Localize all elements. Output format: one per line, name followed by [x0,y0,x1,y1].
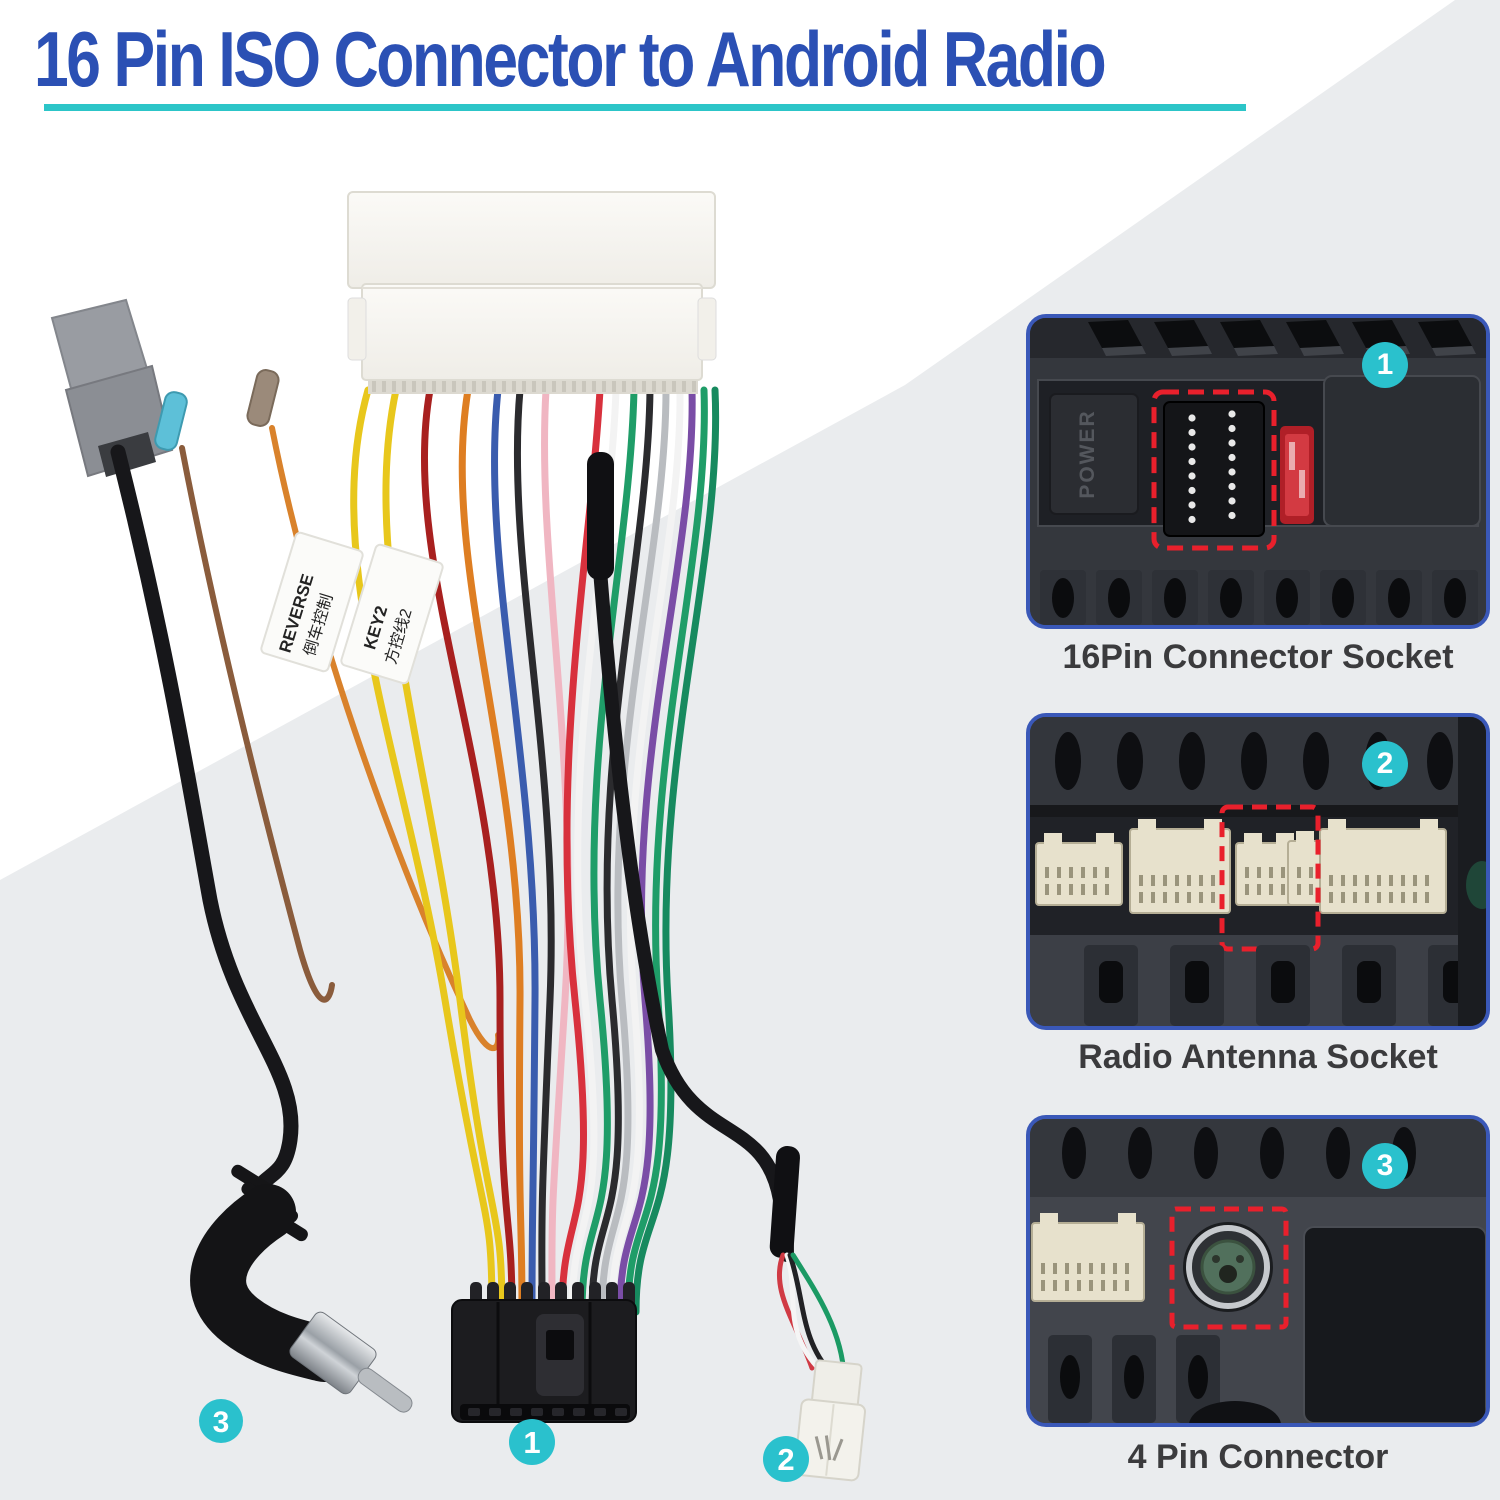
highlight-box-3 [1169,1206,1289,1330]
four-pin-cable [587,452,800,1262]
reverse-wire [154,391,335,1003]
radio-back-antenna-photo [1030,717,1486,1026]
card-16pin-socket: POWER 1 [1026,314,1490,629]
callout-badge-1: 1 [509,1419,555,1465]
card-4pin-photo: 3 [1026,1115,1490,1427]
iso-connector [347,191,717,394]
card-badge-3: 3 [1362,1143,1408,1189]
reverse-label-flag: REVERSE 倒车控制 [260,531,364,673]
svg-text:1: 1 [523,1425,540,1460]
round-antenna-socket [1183,1222,1273,1312]
harness-wire [458,386,526,1316]
harness-wire [350,386,496,1316]
callout-badge-2: 2 [763,1436,809,1482]
radio-back-4pin-photo [1030,1119,1486,1423]
caption-antenna-socket: Radio Antenna Socket [1078,1038,1438,1076]
four-pin-wires [776,1252,847,1379]
key2-label-flag: KEY2 方控线2 [340,543,444,685]
card-badge-2: 2 [1362,741,1408,787]
wire-bundle [350,386,720,1316]
card-antenna-photo: 2 [1026,713,1490,1030]
antenna-cable [110,444,299,1198]
harness-wire [598,386,670,1316]
card-antenna-socket: 2 [1026,713,1490,1030]
harness-wire [513,386,555,1316]
page-title: 16 Pin ISO Connector to Android Radio [34,15,1107,103]
card-16pin-photo: POWER 1 [1026,314,1490,629]
harness-wire [541,386,572,1316]
svg-text:2: 2 [777,1442,794,1477]
svg-text:3: 3 [213,1406,230,1439]
power-embossed-text: POWER [1076,409,1099,498]
sixteen-pin-connector [451,1282,637,1423]
harness-wire [491,386,539,1316]
harness-wire [558,386,604,1316]
four-pin-wire [790,1252,847,1379]
four-pin-connector [793,1359,867,1482]
harness-wire [608,386,684,1316]
title-underline [44,104,1246,111]
radio-back-16pin-photo: POWER [1030,318,1486,625]
highlight-box-1 [1151,389,1277,551]
harness-wire [632,386,720,1316]
callout-badge-3: 3 [199,1399,243,1443]
caption-4pin-connector: 4 Pin Connector [1127,1438,1389,1476]
fuse [1280,426,1314,524]
harness-wire [588,386,654,1316]
card-badge-1: 1 [1362,342,1408,388]
harness-wire [624,386,708,1316]
card-4pin-connector: 3 [1026,1115,1490,1427]
antenna-plug [190,1164,413,1413]
caption-16pin-socket: 16Pin Connector Socket [1062,638,1454,676]
harness-wire [420,386,516,1316]
four-pin-wire [784,1252,825,1375]
harness-wire [382,386,506,1316]
harness-wire [578,386,638,1316]
